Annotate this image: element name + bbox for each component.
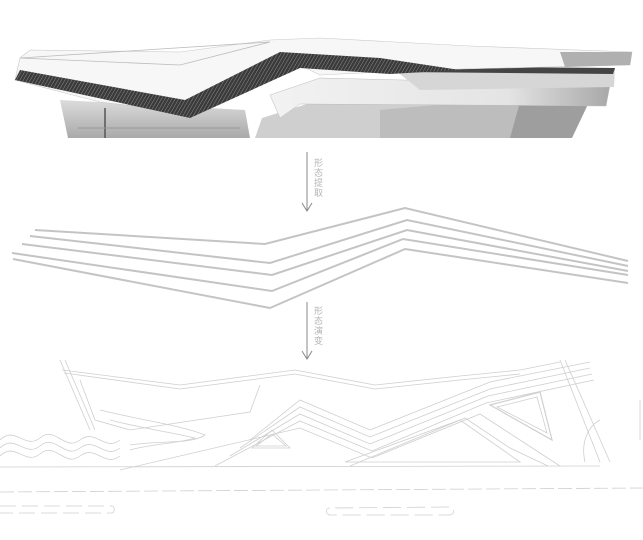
profile-line [11,237,629,293]
profile-line [12,247,629,310]
profile-line [34,206,629,262]
profile-line [29,218,629,267]
slab-upper [14,37,633,118]
arrow-label-extract: 形态提取 [312,158,322,198]
render-model [14,37,633,138]
profile-line [21,228,629,277]
arrow-label-evolve: 形态演变 [312,306,322,346]
